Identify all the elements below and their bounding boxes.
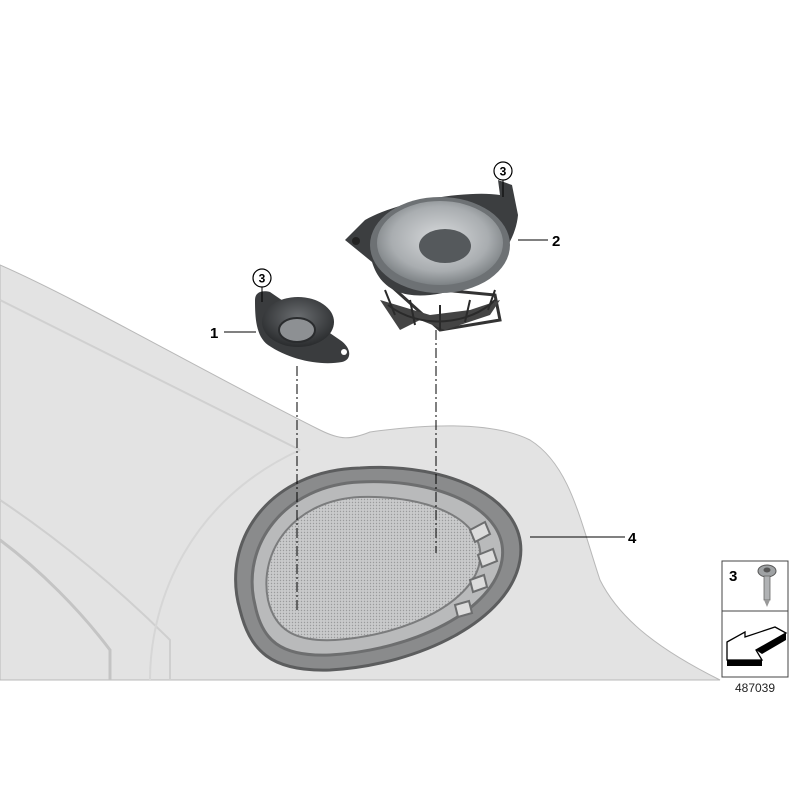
screw-icon — [757, 564, 777, 607]
callout-circle-3a — [252, 268, 272, 288]
callout-label-4: 4 — [628, 530, 637, 547]
installation-arrow-icon — [726, 626, 788, 666]
callout-label-1: 1 — [210, 325, 218, 342]
callout-label-2: 2 — [552, 233, 560, 250]
callout-label-3b: 3 — [500, 165, 507, 179]
legend-box: 3 — [721, 560, 789, 678]
reference-number: 487039 — [735, 681, 775, 695]
tweeter-speaker — [255, 291, 350, 364]
speaker-grille — [234, 465, 523, 672]
legend-part-number: 3 — [729, 568, 737, 585]
midrange-speaker — [345, 180, 518, 332]
callout-circle-3b — [493, 161, 513, 181]
callout-label-3a: 3 — [259, 272, 266, 286]
